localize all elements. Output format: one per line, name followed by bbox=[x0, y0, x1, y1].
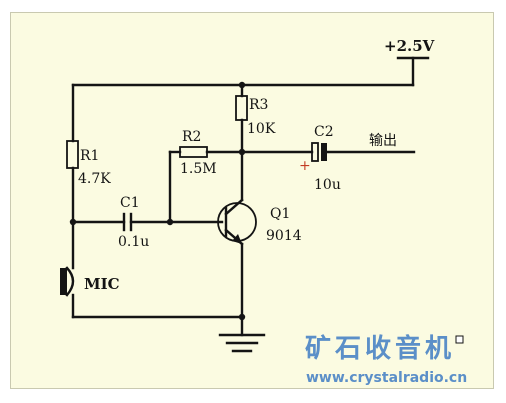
r1-resistor bbox=[66, 140, 79, 169]
r1-ref: R1 bbox=[80, 148, 99, 164]
c2-ref: C2 bbox=[314, 124, 334, 140]
ground-rail bbox=[71, 313, 266, 353]
c1-branch: C1 0.1u bbox=[69, 195, 224, 250]
r3-ref: R3 bbox=[249, 97, 268, 113]
supply-label: +2.5V bbox=[384, 37, 435, 55]
r1-branch: R1 4.7K bbox=[66, 83, 111, 270]
r1-value: 4.7K bbox=[78, 171, 111, 187]
q1-collector-lead bbox=[224, 198, 244, 216]
q1-emitter-arrow bbox=[232, 234, 242, 244]
supply-rail: +2.5V bbox=[71, 37, 435, 87]
c2-plus-sign: + bbox=[299, 158, 311, 174]
mic-label: MIC bbox=[84, 275, 120, 293]
c1-ref: C1 bbox=[120, 195, 140, 211]
c2-plate-right bbox=[321, 143, 327, 161]
mic-arc bbox=[65, 266, 75, 297]
c2-branch: + C2 10u 输出 bbox=[240, 124, 416, 193]
supply-junction bbox=[238, 81, 246, 89]
q1-transistor: Q1 9014 bbox=[217, 198, 302, 319]
q1-ref: Q1 bbox=[270, 206, 290, 222]
watermark-square-icon bbox=[455, 335, 464, 344]
q1-value: 9014 bbox=[266, 228, 302, 244]
microphone: MIC bbox=[60, 266, 120, 319]
r3-branch: R3 10K bbox=[235, 81, 276, 202]
r2-value: 1.5M bbox=[180, 161, 217, 177]
c1-left-junction bbox=[69, 218, 77, 226]
output-label: 输出 bbox=[369, 133, 397, 149]
r3-value: 10K bbox=[247, 121, 276, 137]
c1-value: 0.1u bbox=[118, 234, 149, 250]
r3-resistor bbox=[235, 95, 248, 121]
watermark: 矿石收音机 www.crystalradio.cn bbox=[305, 333, 467, 386]
r2-branch: R2 1.5M bbox=[168, 129, 244, 224]
c2-plate-left bbox=[311, 142, 319, 162]
r2-ref: R2 bbox=[182, 129, 201, 145]
watermark-url: www.crystalradio.cn bbox=[306, 370, 467, 386]
watermark-chinese: 矿石收音机 bbox=[305, 333, 455, 364]
r2-resistor bbox=[179, 146, 208, 158]
mic-body bbox=[60, 268, 67, 295]
c2-value: 10u bbox=[314, 177, 341, 193]
